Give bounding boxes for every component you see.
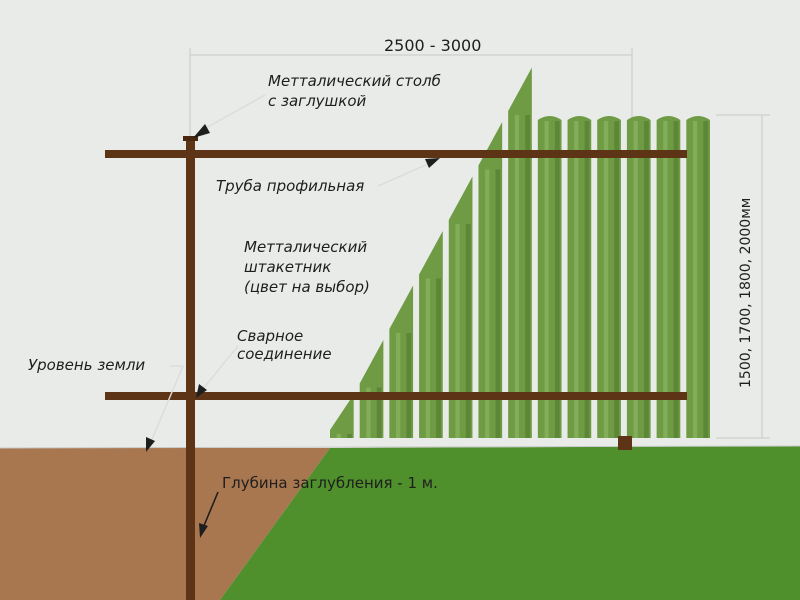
post-cap xyxy=(183,136,198,141)
picket-shadow xyxy=(347,434,352,438)
picket-shadow xyxy=(436,278,441,438)
weld-label-line-2: соединение xyxy=(237,345,332,363)
picket-shadow xyxy=(525,115,530,439)
picket-highlight xyxy=(633,121,638,438)
fence-pickets xyxy=(330,67,710,439)
picket-highlight xyxy=(366,387,371,438)
width-dimension-label: 2500 - 3000 xyxy=(384,36,482,55)
picket-shadow xyxy=(465,224,471,438)
callout-lines xyxy=(149,94,429,445)
post-arrow-icon xyxy=(193,124,210,138)
picket-highlight xyxy=(574,121,579,438)
picket-highlight xyxy=(663,121,668,438)
picket-highlight xyxy=(396,333,401,438)
picket-highlight xyxy=(485,169,490,438)
bottom-rail xyxy=(105,392,687,400)
picket-shadow xyxy=(673,121,679,438)
height-dimension-lines xyxy=(716,114,770,439)
picket-highlight xyxy=(692,121,698,438)
ground-arrow-icon xyxy=(146,437,155,452)
picket-label-line-3: (цвет на выбор) xyxy=(244,278,370,296)
picket-shadow xyxy=(376,387,382,438)
rail-arrow-icon xyxy=(425,158,440,168)
picket xyxy=(330,394,354,438)
picket-shadow xyxy=(554,121,560,438)
picket-shadow xyxy=(643,121,649,438)
ground-level-label: Уровень земли xyxy=(28,356,146,374)
picket-shadow xyxy=(614,121,620,438)
picket-highlight xyxy=(336,434,341,438)
depth-label: Глубина заглубления - 1 м. xyxy=(222,474,438,492)
width-dimension-lines xyxy=(189,48,633,140)
support-post xyxy=(618,436,632,450)
height-dimension-label: 1500, 1700, 1800, 2000мм xyxy=(738,197,754,388)
picket-highlight xyxy=(544,121,549,438)
picket-highlight xyxy=(455,224,460,438)
top-rail xyxy=(105,150,687,158)
picket-shadow xyxy=(584,121,590,438)
ground-line xyxy=(0,445,800,449)
post-label-line-1: Метталический столб xyxy=(268,72,441,90)
post-label-line-2: с заглушкой xyxy=(268,92,367,110)
weld-label-line-1: Сварное xyxy=(237,327,304,345)
depth-callout-line xyxy=(202,491,219,529)
depth-arrow-icon xyxy=(199,523,208,538)
picket-shadow xyxy=(406,333,412,438)
grass-ground xyxy=(220,446,800,600)
picket-label-line-1: Метталический xyxy=(244,238,368,256)
weld-arrow-icon xyxy=(196,384,207,398)
rail-label: Труба профильная xyxy=(216,177,365,195)
callout-arrowheads xyxy=(146,124,440,538)
picket-label-line-2: штакетник xyxy=(244,258,332,276)
picket-shadow xyxy=(495,169,501,438)
picket-highlight xyxy=(514,115,520,439)
picket-highlight xyxy=(603,121,609,438)
metal-post xyxy=(186,138,195,600)
picket-shadow xyxy=(703,121,709,438)
picket-highlight xyxy=(425,278,430,438)
